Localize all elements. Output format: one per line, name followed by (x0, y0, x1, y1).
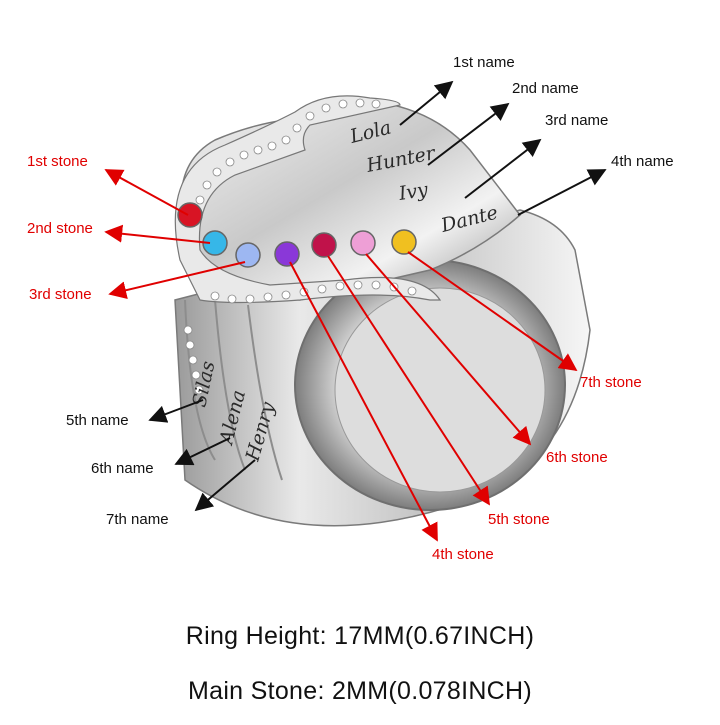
arrow-name-6 (174, 437, 231, 466)
pave-diamonds (183, 98, 417, 395)
heart-pave-outline (174, 95, 442, 304)
stone-1 (177, 202, 203, 228)
label-2nd-stone: 2nd stone (27, 220, 93, 237)
arrow-name-3 (464, 138, 542, 199)
stone-3 (235, 242, 261, 268)
birthstones (177, 202, 417, 268)
label-5th-stone: 5th stone (488, 511, 550, 528)
label-5th-name: 5th name (66, 412, 129, 429)
arrow-name-4 (517, 169, 607, 216)
label-6th-name: 6th name (91, 460, 154, 477)
arrow-stone-3 (108, 261, 246, 300)
main-stone-spec: Main Stone: 2MM(0.078INCH) (187, 677, 533, 705)
label-7th-stone: 7th stone (580, 374, 642, 391)
label-4th-name: 4th name (611, 153, 674, 170)
arrow-stone-4 (289, 261, 438, 542)
arrow-stone-1 (104, 169, 189, 216)
stone-5 (311, 232, 337, 258)
arrow-stone-7 (407, 251, 578, 372)
label-3rd-stone: 3rd stone (29, 286, 92, 303)
arrow-name-7 (194, 459, 256, 512)
arrow-name-5 (148, 399, 204, 423)
arrow-stone-6 (365, 253, 532, 446)
arrow-stone-2 (104, 224, 211, 244)
arrow-name-2 (427, 102, 510, 166)
label-1st-name: 1st name (453, 54, 515, 71)
arrow-stone-5 (327, 255, 490, 506)
name-arrows (148, 80, 607, 512)
stone-7 (391, 229, 417, 255)
label-4th-stone: 4th stone (432, 546, 494, 563)
stone-6 (350, 230, 376, 256)
engraving-name-3: Ivy (396, 179, 429, 205)
label-2nd-name: 2nd name (512, 80, 579, 97)
label-1st-stone: 1st stone (27, 153, 88, 170)
stone-4 (274, 241, 300, 267)
label-6th-stone: 6th stone (546, 449, 608, 466)
stone-arrows (104, 169, 578, 542)
arrow-name-1 (399, 80, 454, 126)
ring-height-spec: Ring Height: 17MM(0.67INCH) (185, 622, 535, 650)
label-7th-name: 7th name (106, 511, 169, 528)
label-3rd-name: 3rd name (545, 112, 609, 129)
